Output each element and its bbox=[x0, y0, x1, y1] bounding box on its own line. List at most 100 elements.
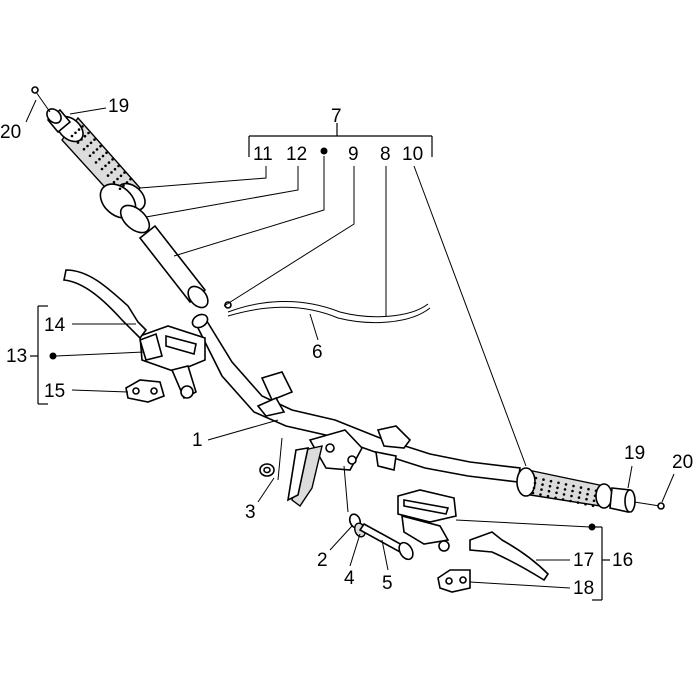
label-7: 7 bbox=[331, 106, 342, 127]
grip-dot bbox=[541, 483, 544, 486]
grip-dot bbox=[113, 167, 117, 171]
grip-dot bbox=[112, 180, 116, 184]
grip-dot bbox=[89, 141, 93, 145]
grip-dot bbox=[531, 491, 535, 495]
grip-dot bbox=[561, 498, 565, 501]
left-master-cylinder bbox=[139, 325, 206, 400]
grip-dot bbox=[74, 131, 77, 135]
label-8: 8 bbox=[380, 144, 391, 165]
label-16: 16 bbox=[612, 550, 633, 571]
label-9: 9 bbox=[348, 144, 359, 165]
throttle-tube bbox=[138, 224, 209, 309]
clamp-bracket bbox=[286, 429, 363, 508]
grip-dot bbox=[534, 476, 538, 480]
right-grip bbox=[516, 467, 613, 509]
grip-dot bbox=[99, 144, 102, 148]
grip-dot bbox=[542, 478, 545, 481]
grip-dot bbox=[577, 496, 581, 499]
grip-dot bbox=[564, 483, 568, 486]
grip-dot bbox=[533, 481, 537, 485]
right-brake-lever bbox=[469, 531, 550, 582]
grip-dot bbox=[119, 174, 123, 178]
grip-dot bbox=[540, 488, 543, 491]
left-bar-end bbox=[31, 86, 72, 134]
grip-dot bbox=[83, 134, 87, 138]
left-brake-lever bbox=[63, 269, 148, 340]
grip-dot bbox=[585, 497, 588, 501]
grip-dot bbox=[86, 144, 89, 148]
grip-dot bbox=[77, 128, 81, 131]
throttle-cable bbox=[227, 300, 429, 318]
grip-dot bbox=[555, 491, 558, 495]
label-14: 14 bbox=[44, 315, 66, 336]
grip-dot bbox=[123, 171, 126, 174]
label-1: 1 bbox=[192, 430, 203, 451]
label-11: 11 bbox=[253, 144, 273, 165]
grip-dot bbox=[592, 499, 596, 503]
grip-dot bbox=[546, 494, 550, 498]
label-15: 15 bbox=[44, 381, 65, 402]
grip-dot bbox=[547, 489, 551, 493]
label-10: 10 bbox=[402, 144, 423, 165]
grip-dot bbox=[591, 504, 595, 508]
grip-dot bbox=[578, 491, 582, 494]
grip-dot bbox=[92, 151, 95, 154]
grip-dot bbox=[106, 174, 110, 177]
grip-dot bbox=[593, 494, 597, 498]
grip-dot bbox=[93, 138, 96, 141]
handlebar-tube bbox=[191, 313, 521, 483]
grip-dot bbox=[570, 494, 573, 498]
left-clamp bbox=[125, 379, 165, 403]
grip-dot bbox=[571, 489, 574, 493]
grip-dot bbox=[576, 501, 580, 504]
grip-dot bbox=[101, 154, 105, 158]
grip-dot bbox=[94, 161, 98, 164]
label-12: 12 bbox=[286, 144, 307, 165]
left-grip-texture bbox=[70, 125, 132, 191]
reference-dot-7 bbox=[320, 147, 328, 155]
grip-dot bbox=[579, 486, 583, 489]
grip-dot bbox=[587, 487, 590, 491]
grip-dot bbox=[111, 158, 114, 161]
grip-dot bbox=[549, 479, 553, 483]
grip-dot bbox=[563, 488, 567, 491]
grip-dot bbox=[554, 496, 557, 500]
right-clamp bbox=[437, 569, 471, 593]
grip-dot bbox=[88, 154, 92, 158]
right-grip-texture bbox=[531, 476, 598, 508]
grip-dot bbox=[100, 167, 104, 171]
grip-dot bbox=[104, 164, 107, 168]
label-20-right: 20 bbox=[672, 452, 693, 473]
grip-dot bbox=[125, 181, 129, 184]
grip-dot bbox=[117, 164, 120, 168]
grip-dot bbox=[118, 187, 122, 191]
label-6: 6 bbox=[312, 342, 323, 363]
grip-dot bbox=[569, 499, 572, 503]
label-19-right: 19 bbox=[624, 443, 645, 464]
label-4: 4 bbox=[344, 568, 355, 589]
label-19-left: 19 bbox=[108, 96, 129, 117]
right-master-cylinder bbox=[397, 489, 457, 552]
grip-dot bbox=[532, 486, 536, 490]
grip-dot bbox=[76, 141, 80, 144]
grip-dot bbox=[87, 131, 90, 135]
grip-dot bbox=[116, 177, 119, 181]
right-bar-end bbox=[609, 487, 665, 513]
grip-dot bbox=[70, 134, 74, 138]
grip-dot bbox=[98, 157, 101, 161]
grip-dot bbox=[557, 481, 560, 485]
grip-dot bbox=[548, 484, 552, 488]
label-3: 3 bbox=[245, 502, 256, 523]
grip-dot bbox=[105, 151, 108, 155]
label-5: 5 bbox=[382, 573, 393, 594]
grip-dot bbox=[110, 171, 113, 174]
reference-dot-13 bbox=[49, 352, 57, 360]
grip-dot bbox=[129, 177, 132, 181]
grip-dot bbox=[539, 493, 542, 496]
reference-dot-16 bbox=[588, 523, 596, 531]
grip-dot bbox=[584, 502, 587, 506]
grip-dot bbox=[556, 486, 559, 490]
grip-dot bbox=[81, 125, 84, 128]
label-13: 13 bbox=[6, 346, 27, 367]
